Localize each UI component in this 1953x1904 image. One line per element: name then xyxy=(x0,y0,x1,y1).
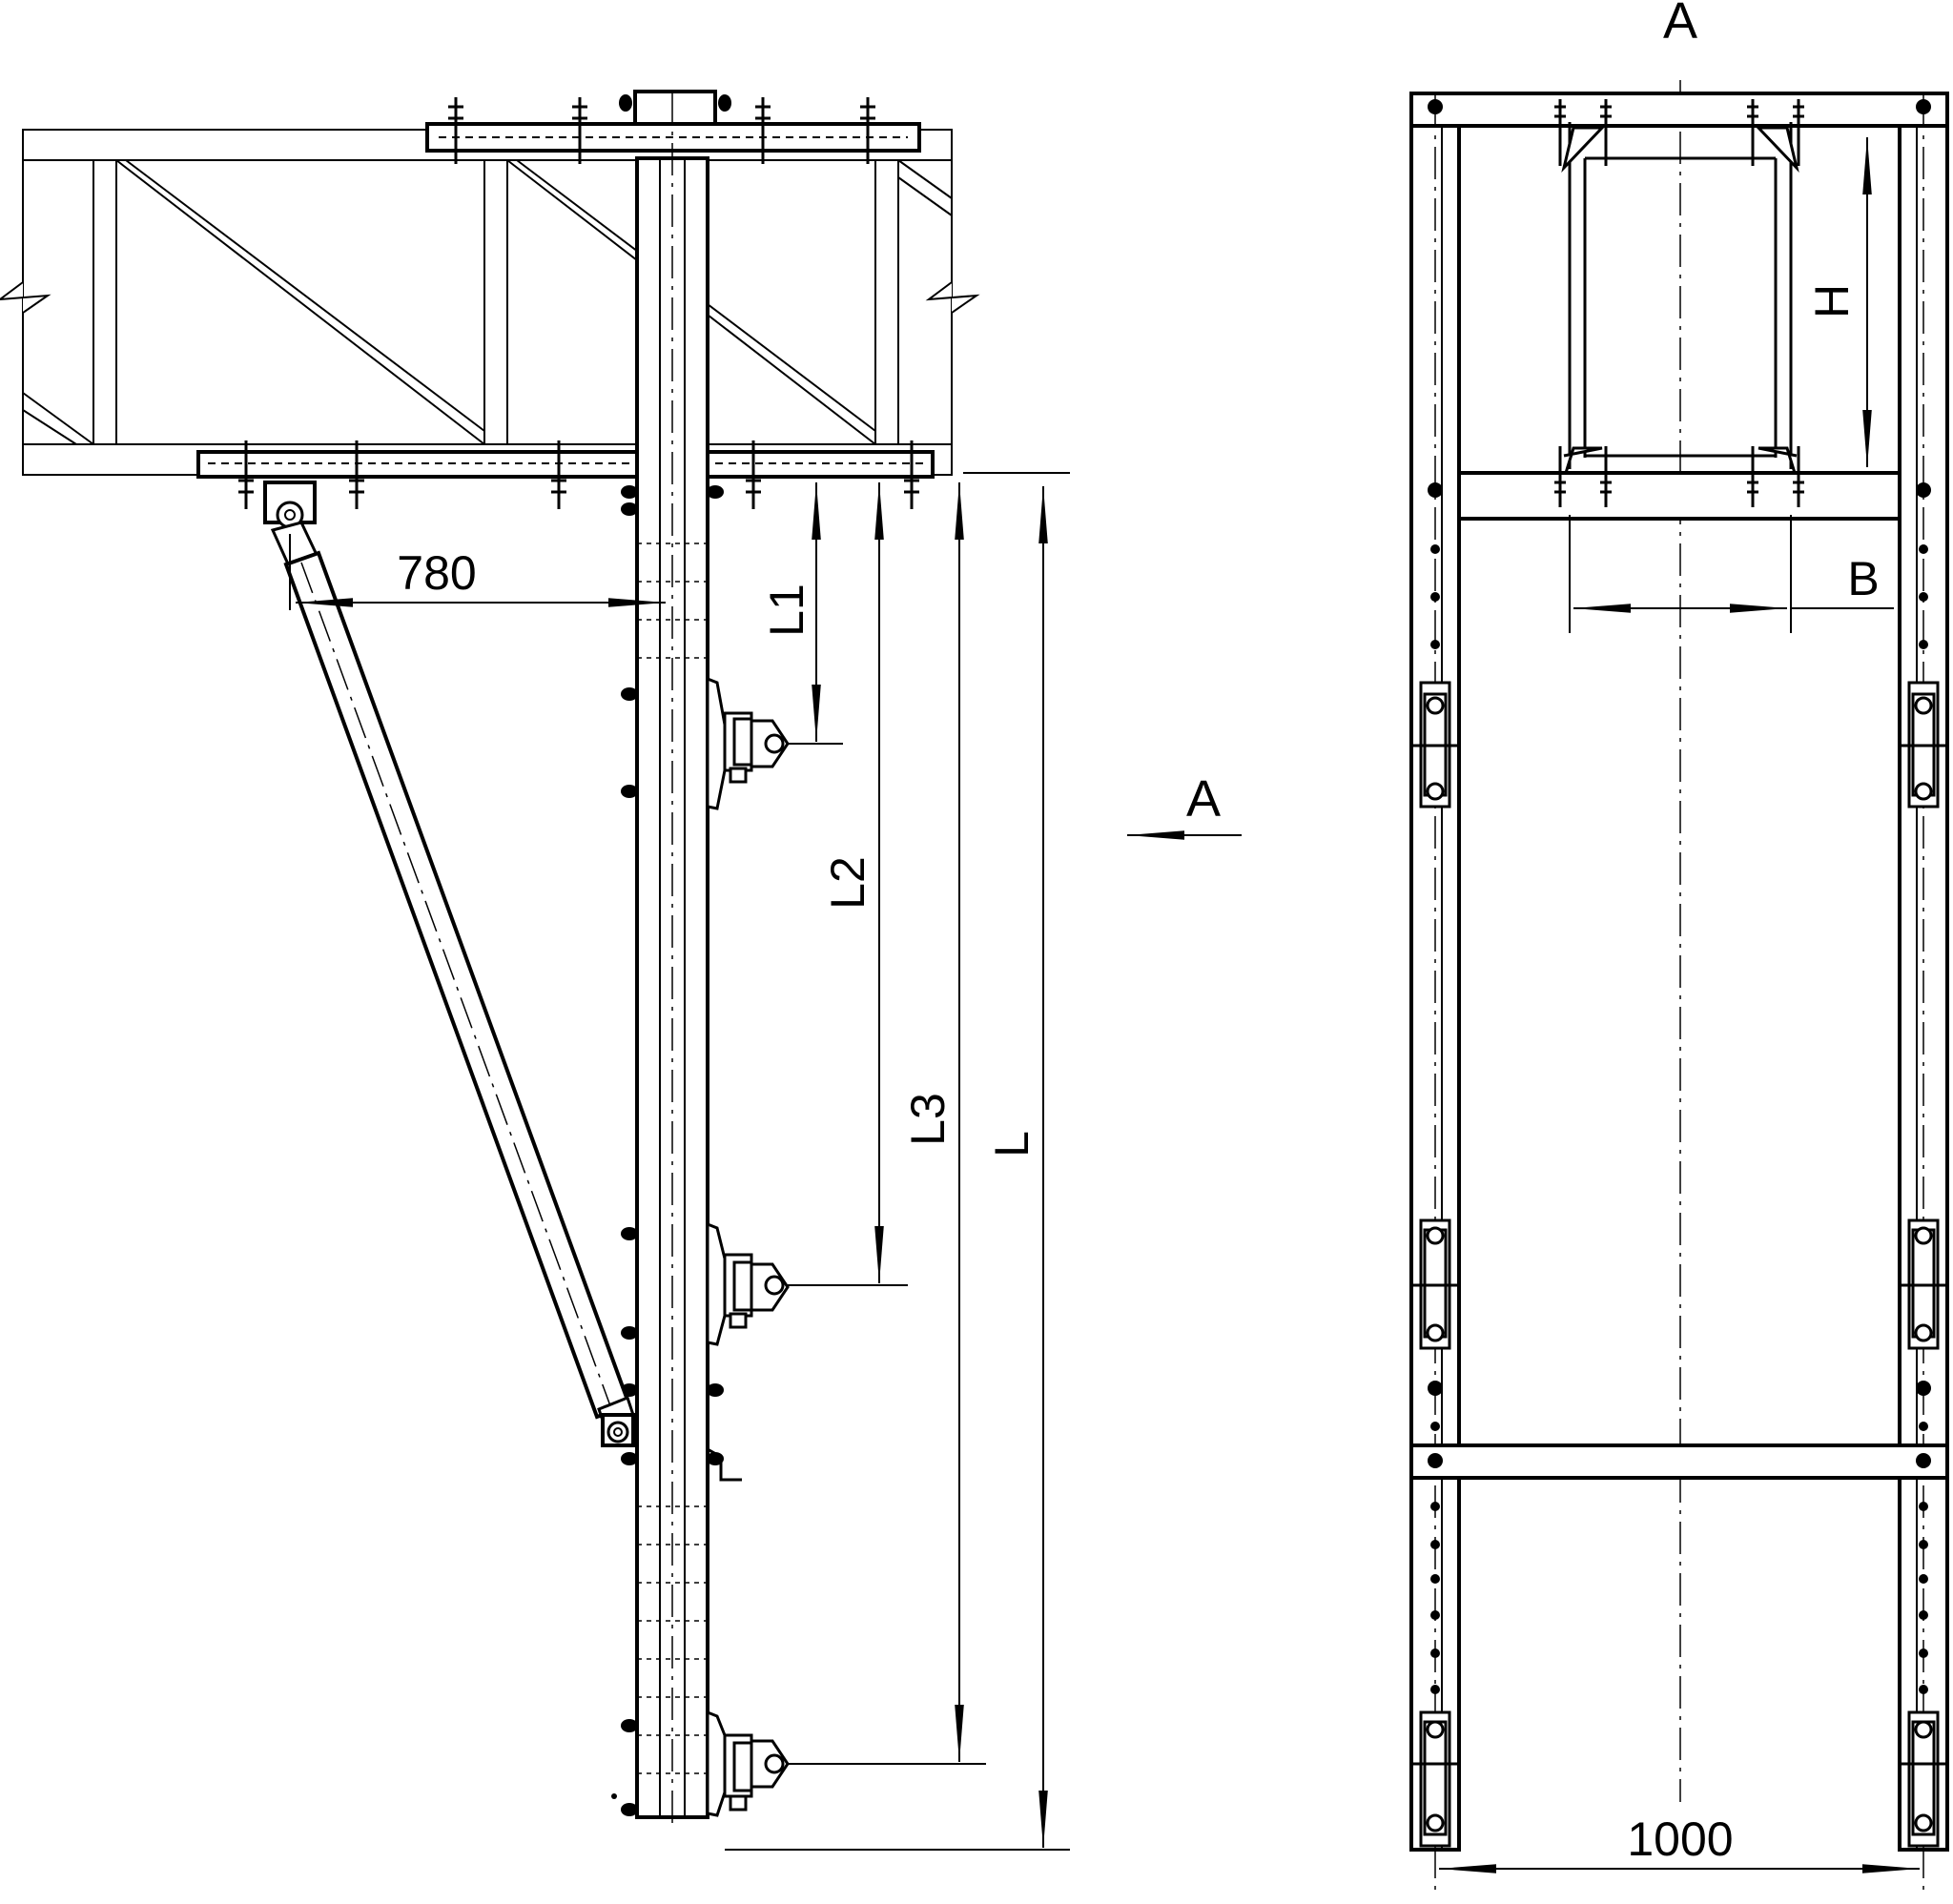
clamp-bolts xyxy=(1554,99,1804,507)
dimension-1000-label: 1000 xyxy=(1627,1812,1733,1866)
dimension-h-label: H xyxy=(1805,284,1859,318)
post-bolt-heads xyxy=(611,485,724,1816)
frame-holes xyxy=(1428,99,1931,1694)
dimension-l2-label: L2 xyxy=(821,856,874,910)
section-label-a: A xyxy=(1663,0,1697,50)
clamp-box xyxy=(1561,122,1799,474)
dimension-l1-label: L1 xyxy=(760,583,813,637)
bracket-middle xyxy=(706,1221,790,1346)
side-view: 780 L1 L2 L3 L A xyxy=(0,90,1242,1851)
diagonal-strut xyxy=(263,481,637,1447)
frame-upper-crossbar xyxy=(1457,471,1902,521)
dimension-l3-label: L3 xyxy=(901,1093,955,1146)
frame-lower-crossbar xyxy=(1409,1443,1949,1480)
dimension-780 xyxy=(289,534,666,610)
bottom-clamp-bolts xyxy=(238,440,919,509)
view-arrow-a-label: A xyxy=(1186,770,1221,828)
dimension-780-label: 780 xyxy=(397,546,476,600)
front-view: A xyxy=(1409,0,1949,1897)
post-hole-marks xyxy=(637,543,708,1774)
frame-top-bar xyxy=(1409,92,1949,128)
top-clamp-bolts xyxy=(448,97,875,164)
truss-frame xyxy=(22,129,953,476)
front-brackets xyxy=(1411,681,1947,1848)
dimension-l-label: L xyxy=(985,1131,1038,1157)
bracket-lower xyxy=(706,1710,790,1817)
break-line-left xyxy=(0,257,51,343)
dimension-b-label: B xyxy=(1847,552,1879,605)
post-top-cap xyxy=(633,90,717,126)
post-stop xyxy=(707,1447,742,1482)
dimension-extension-lines xyxy=(725,472,1070,1851)
bracket-upper xyxy=(706,676,790,810)
break-line-right xyxy=(925,257,980,343)
